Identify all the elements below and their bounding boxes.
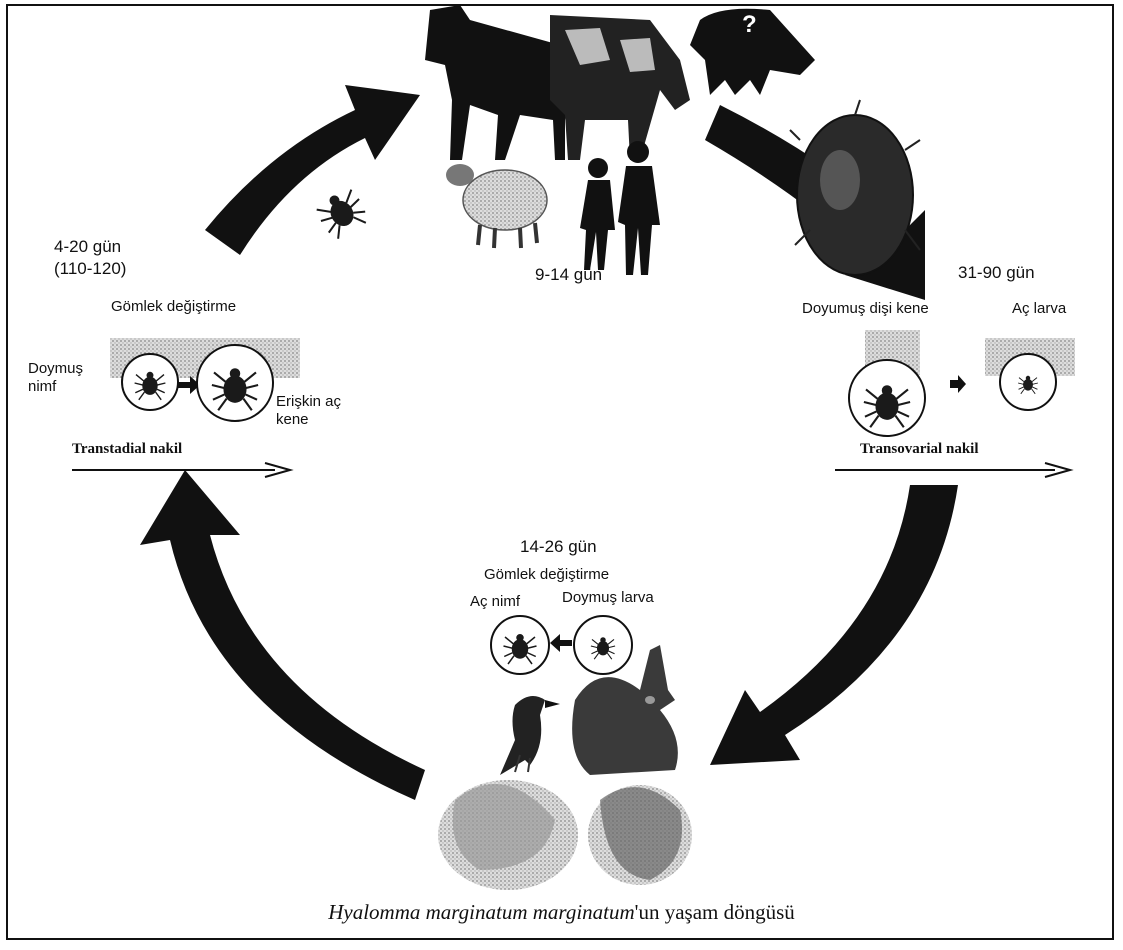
transstadial-label: Transtadial nakil xyxy=(72,440,182,458)
hungry-larva-icon xyxy=(1000,354,1056,410)
transstadial-arrow xyxy=(72,463,290,477)
cow-icon xyxy=(550,15,690,160)
boar-icon: ? xyxy=(690,9,815,95)
engorged-nymph-label-2: nimf xyxy=(28,378,56,396)
cycle-arrow-from-small-hosts xyxy=(140,470,425,800)
transovarial-label: Transovarial nakil xyxy=(860,440,979,458)
left-duration-sub: (110-120) xyxy=(54,260,126,278)
question-mark: ? xyxy=(742,11,757,38)
hungry-adult-tick-icon xyxy=(197,345,273,421)
engorged-nymph-label-1: Doymuş xyxy=(28,360,83,378)
caption-suffix: 'un yaşam döngüsü xyxy=(635,900,795,924)
cycle-arrow-to-large-hosts xyxy=(205,85,420,255)
rodent-icon xyxy=(438,780,578,890)
sheep-icon xyxy=(446,164,547,248)
hungry-larva-label: Aç larva xyxy=(1012,300,1066,318)
left-molt-label: Gömlek değiştirme xyxy=(111,298,236,316)
hungry-nymph-label: Aç nimf xyxy=(470,593,520,611)
engorged-female-label: Doyumuş dişi kene xyxy=(802,300,929,318)
hedgehog-icon xyxy=(588,785,692,885)
tick-on-arrow-icon xyxy=(313,185,371,242)
stage-arrow-bottom xyxy=(550,634,572,652)
engorged-larva-label: Doymuş larva xyxy=(562,589,654,607)
engorged-larva-icon xyxy=(574,616,632,674)
engorged-nymph-icon xyxy=(122,354,178,410)
stage-arrow-right xyxy=(950,375,966,393)
bottom-molt-label: Gömlek değiştirme xyxy=(484,566,609,584)
large-host-duration: 9-14 gün xyxy=(535,266,602,284)
transovarial-arrow xyxy=(835,463,1070,477)
hungry-adult-label-2: kene xyxy=(276,411,309,429)
cycle-arrow-to-small-hosts xyxy=(710,485,958,765)
species-name: Hyalomma marginatum marginatum xyxy=(328,900,634,924)
bottom-duration: 14-26 gün xyxy=(520,538,597,556)
left-duration: 4-20 gün xyxy=(54,238,121,256)
right-duration: 31-90 gün xyxy=(958,264,1035,282)
figure-caption: Hyalomma marginatum marginatum'un yaşam … xyxy=(0,900,1123,925)
hungry-adult-label-1: Erişkin aç xyxy=(276,393,341,411)
humans-icon xyxy=(580,141,660,275)
bird-icon xyxy=(500,696,560,775)
engorged-female-tick-icon xyxy=(849,360,925,436)
hungry-nymph-icon xyxy=(491,616,549,674)
